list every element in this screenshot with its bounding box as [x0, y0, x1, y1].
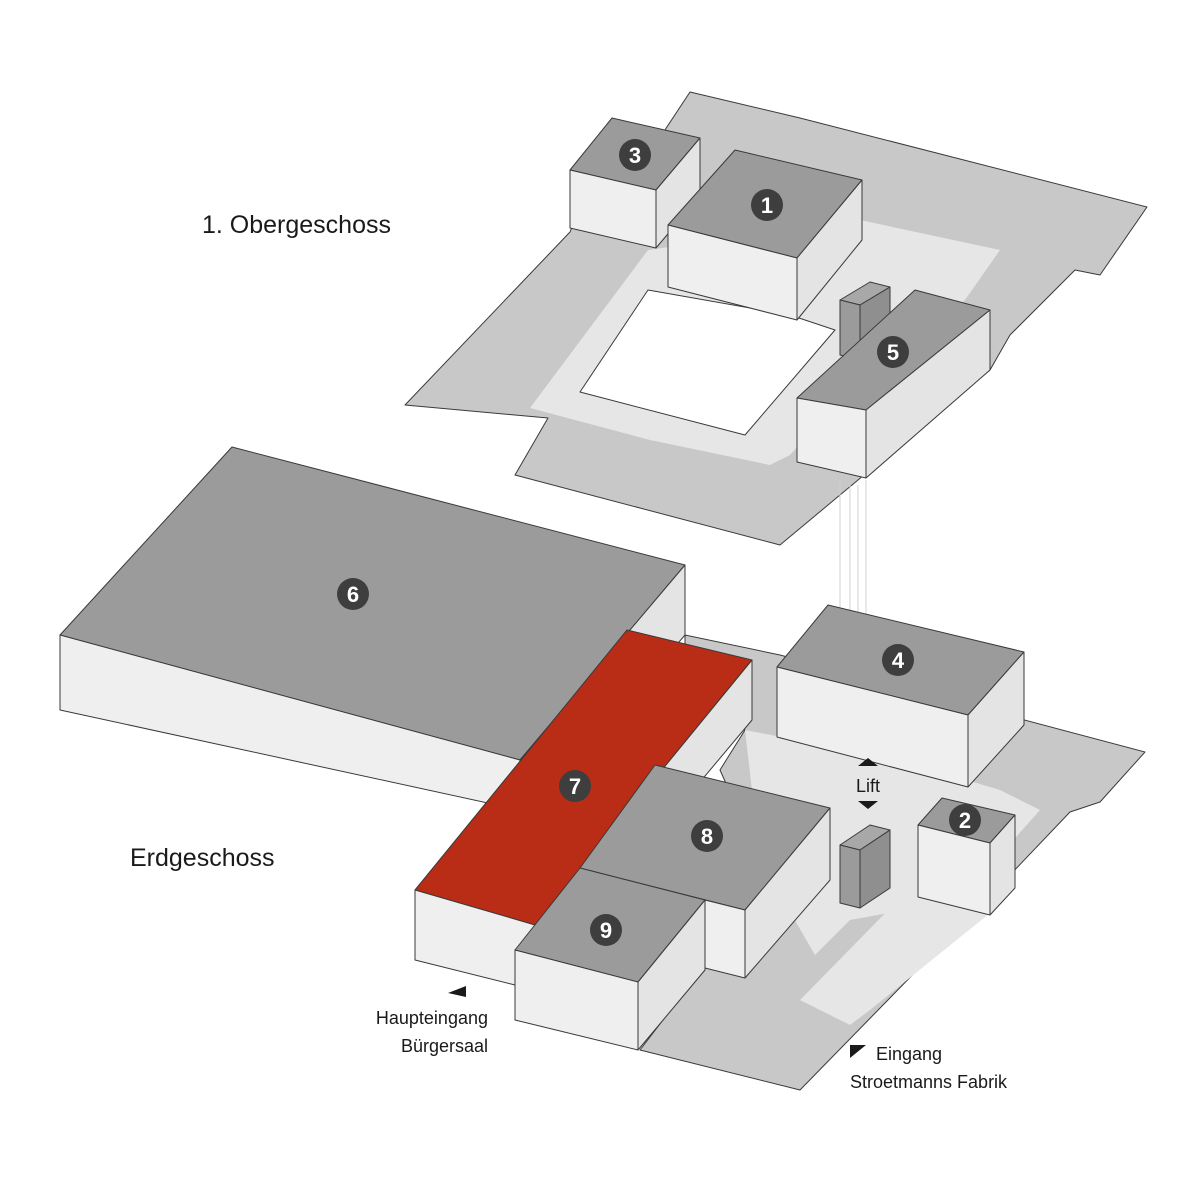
svg-text:1: 1 — [761, 193, 773, 218]
badge-room-8[interactable]: 8 — [691, 820, 723, 852]
lift-shaft-ground — [839, 824, 891, 909]
svg-text:9: 9 — [600, 918, 612, 943]
lift-down-arrow-icon — [858, 801, 878, 809]
factory-entrance: Eingang Stroetmanns Fabrik — [850, 1044, 1008, 1092]
upper-floor-label: 1. Obergeschoss — [202, 211, 391, 239]
badge-room-1[interactable]: 1 — [751, 189, 783, 221]
upper-floor — [404, 91, 1148, 546]
main-entrance-label-line2: Bürgersaal — [401, 1036, 488, 1056]
room-5-side-wall — [865, 309, 991, 479]
svg-text:8: 8 — [701, 824, 713, 849]
ground-floor-label: Erdgeschoss — [130, 844, 275, 872]
badge-room-3[interactable]: 3 — [619, 139, 651, 171]
room-badges: 1 2 3 4 5 6 7 8 9 — [337, 139, 981, 946]
ground-corridor-lower — [800, 898, 1000, 1025]
badge-room-4[interactable]: 4 — [882, 644, 914, 676]
badge-room-2[interactable]: 2 — [949, 804, 981, 836]
svg-text:4: 4 — [892, 648, 905, 673]
factory-entrance-label-line1: Eingang — [876, 1044, 942, 1064]
room-2-side-wall — [989, 814, 1016, 916]
factory-entrance-arrow-icon — [850, 1045, 866, 1058]
room-8-side-wall — [744, 807, 831, 979]
main-entrance: Haupteingang Bürgersaal — [376, 986, 488, 1056]
lift-up-arrow-icon — [858, 758, 878, 766]
badge-room-6[interactable]: 6 — [337, 578, 369, 610]
svg-text:6: 6 — [347, 582, 359, 607]
lift-indicator: Lift — [856, 758, 880, 809]
room-8-front-wall — [704, 899, 746, 979]
room-4-side-wall — [967, 651, 1025, 788]
lift-label: Lift — [856, 776, 880, 796]
factory-entrance-label-line2: Stroetmanns Fabrik — [850, 1072, 1008, 1092]
room-1-side-wall — [796, 179, 863, 321]
badge-room-9[interactable]: 9 — [590, 914, 622, 946]
svg-text:2: 2 — [959, 808, 971, 833]
badge-room-7[interactable]: 7 — [559, 770, 591, 802]
ground-floor — [59, 446, 1146, 1091]
svg-text:7: 7 — [569, 774, 581, 799]
room-9-side-wall — [637, 899, 706, 1051]
badge-room-5[interactable]: 5 — [877, 336, 909, 368]
svg-text:3: 3 — [629, 143, 641, 168]
main-entrance-arrow-icon — [448, 986, 466, 997]
svg-text:5: 5 — [887, 340, 899, 365]
main-entrance-label-line1: Haupteingang — [376, 1008, 488, 1028]
